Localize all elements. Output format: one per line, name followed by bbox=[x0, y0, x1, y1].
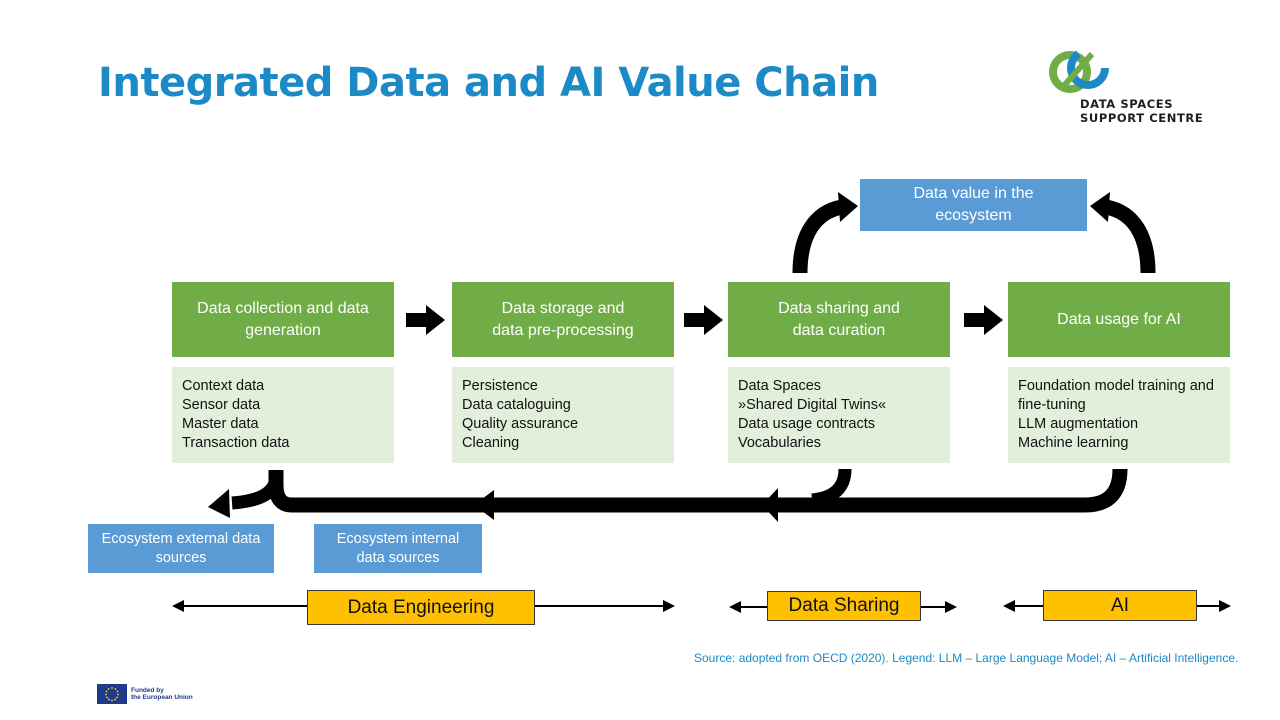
detail-item: Machine learning bbox=[1018, 435, 1129, 451]
detail-sharing: Data Spaces »Shared Digital Twins« Data … bbox=[728, 367, 950, 463]
forward-arrow-3 bbox=[964, 305, 1003, 335]
detail-item: Context data bbox=[182, 378, 265, 394]
detail-item: Quality assurance bbox=[462, 416, 579, 432]
detail-item: Foundation model training and bbox=[1018, 378, 1214, 394]
logo-line-2: SUPPORT CENTRE bbox=[1080, 111, 1204, 125]
value-box-line-2: ecosystem bbox=[935, 207, 1012, 224]
engineering-range-right-head bbox=[663, 600, 675, 612]
stage-collection-line-2: generation bbox=[245, 321, 321, 339]
stage-sharing-line-1: Data sharing and bbox=[778, 299, 900, 317]
sharing-range-right-head bbox=[945, 601, 957, 613]
feedback-branch-sharing bbox=[811, 468, 852, 507]
external-sources-box: Ecosystem external data sources bbox=[88, 524, 274, 573]
phase-ai: AI bbox=[1043, 590, 1197, 621]
eu-funding-text: Funded by the European Union bbox=[131, 687, 193, 701]
eu-line-2: the European Union bbox=[131, 694, 193, 701]
detail-item: Cleaning bbox=[462, 435, 520, 451]
source-note: Source: adopted from OECD (2020). Legend… bbox=[694, 651, 1239, 665]
page-title: Integrated Data and AI Value Chain bbox=[98, 60, 879, 106]
detail-item: Master data bbox=[182, 416, 259, 432]
feedback-to-external-line bbox=[231, 475, 283, 510]
stage-usage-ai: Data usage for AI bbox=[1008, 282, 1230, 357]
feedback-arrowhead-external bbox=[208, 489, 230, 518]
eu-line-1: Funded by bbox=[131, 687, 164, 694]
stage-sharing-line-2: data curation bbox=[792, 321, 886, 339]
ai-range-right-head bbox=[1219, 600, 1231, 612]
sharing-range-left-head bbox=[729, 601, 741, 613]
phase-data-engineering: Data Engineering bbox=[307, 590, 535, 625]
detail-item: Data Spaces bbox=[738, 378, 822, 394]
eu-flag-icon bbox=[97, 684, 127, 704]
data-spaces-logo-icon bbox=[1049, 47, 1109, 93]
detail-item: LLM augmentation bbox=[1018, 416, 1139, 432]
detail-item: fine-tuning bbox=[1018, 397, 1086, 413]
stage-storage-line-1: Data storage and bbox=[501, 299, 625, 317]
external-sources-line-2: sources bbox=[155, 549, 207, 566]
detail-item: Persistence bbox=[462, 378, 538, 394]
detail-collection: Context data Sensor data Master data Tra… bbox=[172, 367, 394, 463]
feedback-arrowhead-1 bbox=[474, 490, 494, 520]
stage-collection-line-1: Data collection and data bbox=[197, 299, 369, 317]
forward-arrow-1 bbox=[406, 305, 445, 335]
stage-usage-ai-line-1: Data usage for AI bbox=[1057, 310, 1181, 328]
internal-sources-line-2: data sources bbox=[356, 549, 440, 566]
logo-text: DATA SPACES SUPPORT CENTRE bbox=[1080, 97, 1203, 125]
detail-storage: Persistence Data cataloguing Quality ass… bbox=[452, 367, 674, 463]
engineering-range-left-head bbox=[172, 600, 184, 612]
stage-sharing: Data sharing and data curation bbox=[728, 282, 950, 357]
detail-item: Vocabularies bbox=[738, 435, 822, 451]
curved-arrow-to-value-left bbox=[792, 199, 844, 274]
detail-item: Transaction data bbox=[182, 435, 290, 451]
ai-range-left-head bbox=[1003, 600, 1015, 612]
detail-item: Data usage contracts bbox=[738, 416, 876, 432]
detail-usage-ai: Foundation model training and fine-tunin… bbox=[1008, 367, 1230, 463]
internal-sources-line-1: Ecosystem internal bbox=[336, 530, 460, 547]
stage-storage-line-2: data pre-processing bbox=[492, 321, 634, 339]
feedback-arrowhead-2 bbox=[762, 488, 778, 522]
external-sources-line-1: Ecosystem external data bbox=[101, 530, 261, 547]
detail-item: Data cataloguing bbox=[462, 397, 571, 413]
internal-sources-box: Ecosystem internal data sources bbox=[314, 524, 482, 573]
value-box: Data value in the ecosystem bbox=[860, 179, 1087, 231]
phase-data-sharing: Data Sharing bbox=[767, 591, 921, 621]
feedback-loop-line bbox=[268, 468, 1128, 513]
detail-item: »Shared Digital Twins« bbox=[738, 397, 887, 413]
detail-item: Sensor data bbox=[182, 397, 261, 413]
stage-collection: Data collection and data generation bbox=[172, 282, 394, 357]
curved-arrow-head-left bbox=[838, 192, 858, 222]
stage-storage: Data storage and data pre-processing bbox=[452, 282, 674, 357]
value-box-line-1: Data value in the bbox=[913, 185, 1034, 202]
curved-arrow-to-value-right bbox=[1104, 199, 1156, 274]
curved-arrow-head-right bbox=[1090, 192, 1110, 222]
forward-arrow-2 bbox=[684, 305, 723, 335]
logo-line-1: DATA SPACES bbox=[1080, 97, 1174, 111]
